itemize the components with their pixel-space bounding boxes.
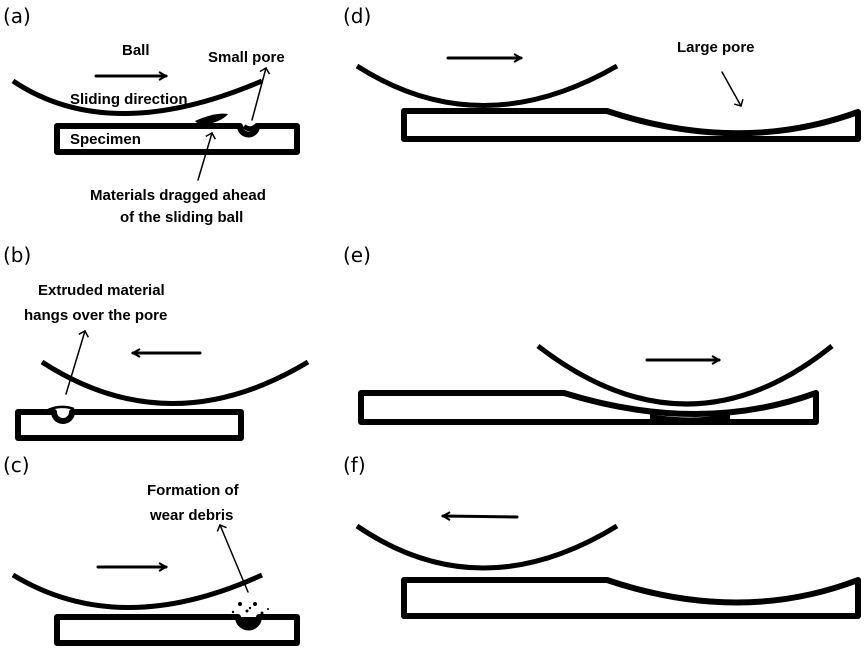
specimen-label: Specimen — [70, 131, 141, 148]
ball — [40, 359, 310, 406]
ball — [536, 344, 834, 407]
specimen — [54, 614, 300, 646]
ball — [11, 572, 264, 610]
formation-label-line1: Formation of — [147, 482, 240, 499]
small-pore — [242, 124, 258, 132]
ball-contact-region — [650, 414, 730, 420]
specimen-with-large-pore — [358, 390, 819, 425]
specimen-with-large-pore — [401, 108, 861, 142]
extruded-label-line1: Extruded material — [38, 282, 165, 299]
materials-label-line1: Materials dragged ahead — [90, 187, 266, 204]
materials-label-line2: of the sliding ball — [120, 209, 243, 226]
ball — [11, 78, 263, 116]
panel-label: (c) — [3, 453, 30, 477]
panel-d: (d) Large pore — [343, 4, 861, 142]
pore-with-debris — [240, 617, 258, 626]
panel-f: (f) — [343, 453, 861, 619]
panel-label: (e) — [343, 243, 371, 267]
small-pore-pointer — [251, 66, 271, 121]
extruded-pointer — [65, 329, 90, 395]
extruded-label-line2: hangs over the pore — [24, 307, 167, 324]
small-pore-label: Small pore — [208, 49, 285, 66]
panel-label: (b) — [3, 243, 31, 267]
debris-pointer — [216, 524, 249, 593]
sliding-direction-arrow-left — [443, 516, 519, 517]
specimen — [54, 123, 300, 155]
panel-label: (f) — [343, 453, 366, 477]
ball — [355, 523, 619, 571]
specimen-with-large-pore — [401, 577, 861, 619]
specimen — [15, 409, 244, 441]
panel-a: (a) Ball Small pore Sliding direction Sp… — [3, 4, 300, 226]
panel-label: (a) — [3, 4, 31, 28]
sliding-direction-label: Sliding direction — [70, 91, 188, 108]
panel-b: (b) Extruded material hangs over the por… — [3, 243, 310, 441]
wear-debris — [231, 602, 269, 615]
ball — [355, 63, 619, 108]
dragged-material — [195, 113, 228, 126]
large-pore-pointer — [721, 71, 744, 107]
formation-label-line2: wear debris — [149, 507, 233, 524]
materials-pointer — [197, 131, 217, 181]
ball-label: Ball — [122, 42, 150, 59]
large-pore-label: Large pore — [677, 39, 755, 56]
panel-label: (d) — [343, 4, 371, 28]
panel-e: (e) — [343, 243, 834, 425]
panel-c: (c) Formation of wear debris — [3, 453, 300, 646]
extruded-material — [45, 405, 75, 413]
